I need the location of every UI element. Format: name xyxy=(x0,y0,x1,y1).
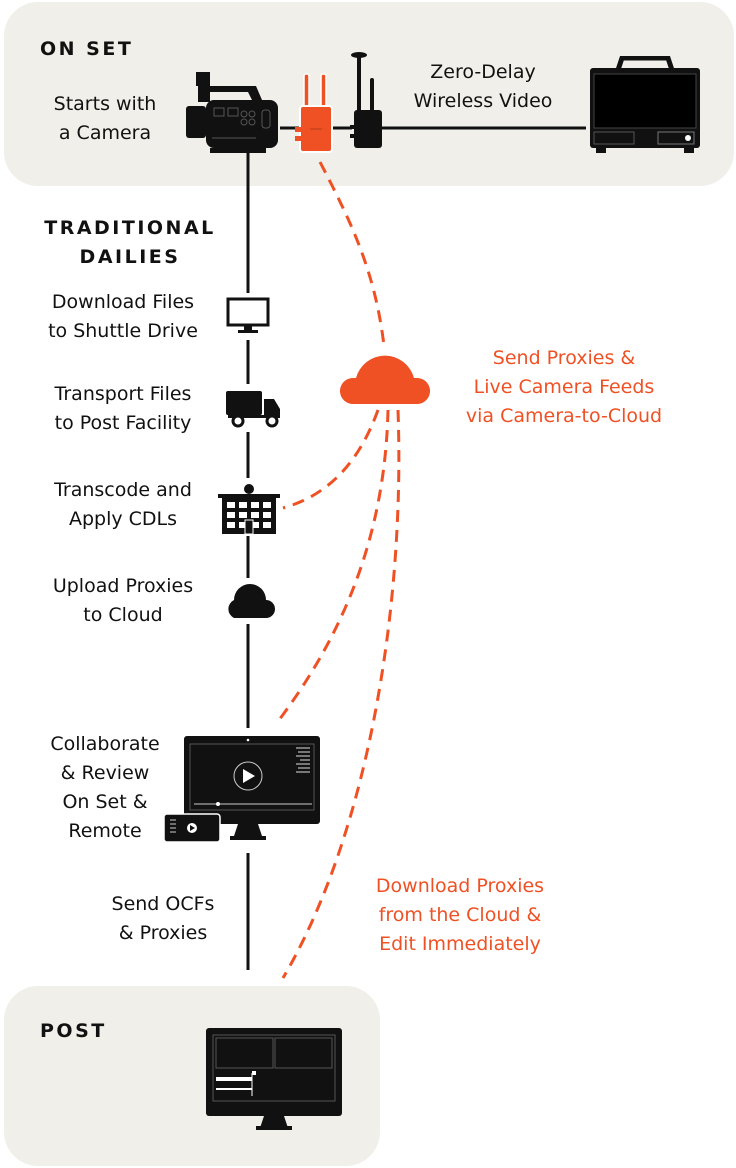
step-line: Remote xyxy=(68,820,142,842)
truck-icon xyxy=(226,391,280,428)
wireless-label-line: Zero-Delay xyxy=(430,61,536,83)
post-heading: POST xyxy=(40,1020,107,1042)
step-line: Transport Files xyxy=(54,383,192,405)
step-upload-proxies: Upload Proxies to Cloud xyxy=(28,572,218,630)
camera-label-line: a Camera xyxy=(58,122,152,144)
step-line: & Proxies xyxy=(118,922,208,944)
dashed-cloud-to-transcode xyxy=(282,409,380,510)
c2c-label-line: Live Camera Feeds xyxy=(473,376,655,398)
heading-line: TRADITIONAL xyxy=(44,217,216,239)
dashed-cloud-to-post xyxy=(281,409,401,979)
camera-label-line: Starts with xyxy=(53,93,157,115)
monitor-icon xyxy=(226,297,270,333)
wireless-video-label: Zero-Delay Wireless Video xyxy=(378,58,588,116)
traditional-dailies-heading: TRADITIONAL DAILIES xyxy=(36,214,224,272)
download-label-line: Edit Immediately xyxy=(379,933,541,955)
heading-line: DAILIES xyxy=(79,246,181,268)
camera-to-cloud-icon xyxy=(340,355,430,405)
step-line: Collaborate xyxy=(50,733,160,755)
step-line: Send OCFs xyxy=(111,893,215,915)
step-line: Download Files xyxy=(51,291,195,313)
step-line: to Cloud xyxy=(83,604,163,626)
download-label-line: Download Proxies xyxy=(375,875,545,897)
dashed-transmitter-to-cloud xyxy=(318,161,386,347)
step-collaborate-review: Collaborate & Review On Set & Remote xyxy=(20,730,190,846)
wireless-receiver-icon xyxy=(350,52,382,148)
devices-play-icon xyxy=(164,736,320,842)
cloud-icon xyxy=(228,584,275,618)
step-line: Transcode and xyxy=(54,479,192,501)
download-proxies-label: Download Proxies from the Cloud & Edit I… xyxy=(350,872,570,959)
on-set-heading: ON SET xyxy=(40,38,134,60)
step-line: Upload Proxies xyxy=(52,575,194,597)
cinema-camera-icon xyxy=(186,72,278,153)
step-transcode: Transcode and Apply CDLs xyxy=(28,476,218,534)
step-transport-files: Transport Files to Post Facility xyxy=(28,380,218,438)
field-monitor-icon xyxy=(590,56,700,153)
step-download-files: Download Files to Shuttle Drive xyxy=(28,288,218,346)
c2c-label-line: via Camera-to-Cloud xyxy=(465,405,663,427)
camera-label: Starts with a Camera xyxy=(30,90,180,148)
building-icon xyxy=(218,484,280,534)
step-line: to Shuttle Drive xyxy=(48,320,198,342)
camera-to-cloud-label: Send Proxies & Live Camera Feeds via Cam… xyxy=(434,344,694,431)
step-line: to Post Facility xyxy=(54,412,192,434)
wireless-label-line: Wireless Video xyxy=(413,90,553,112)
dashed-cloud-to-collaborate xyxy=(274,409,390,725)
c2c-label-line: Send Proxies & xyxy=(492,347,636,369)
step-line: Apply CDLs xyxy=(68,508,178,530)
wireless-transmitter-icon xyxy=(295,73,333,153)
download-label-line: from the Cloud & xyxy=(378,904,542,926)
step-line: On Set & xyxy=(62,791,148,813)
step-send-ocfs: Send OCFs & Proxies xyxy=(88,890,238,948)
edit-monitor-icon xyxy=(206,1028,342,1130)
step-line: & Review xyxy=(60,762,150,784)
